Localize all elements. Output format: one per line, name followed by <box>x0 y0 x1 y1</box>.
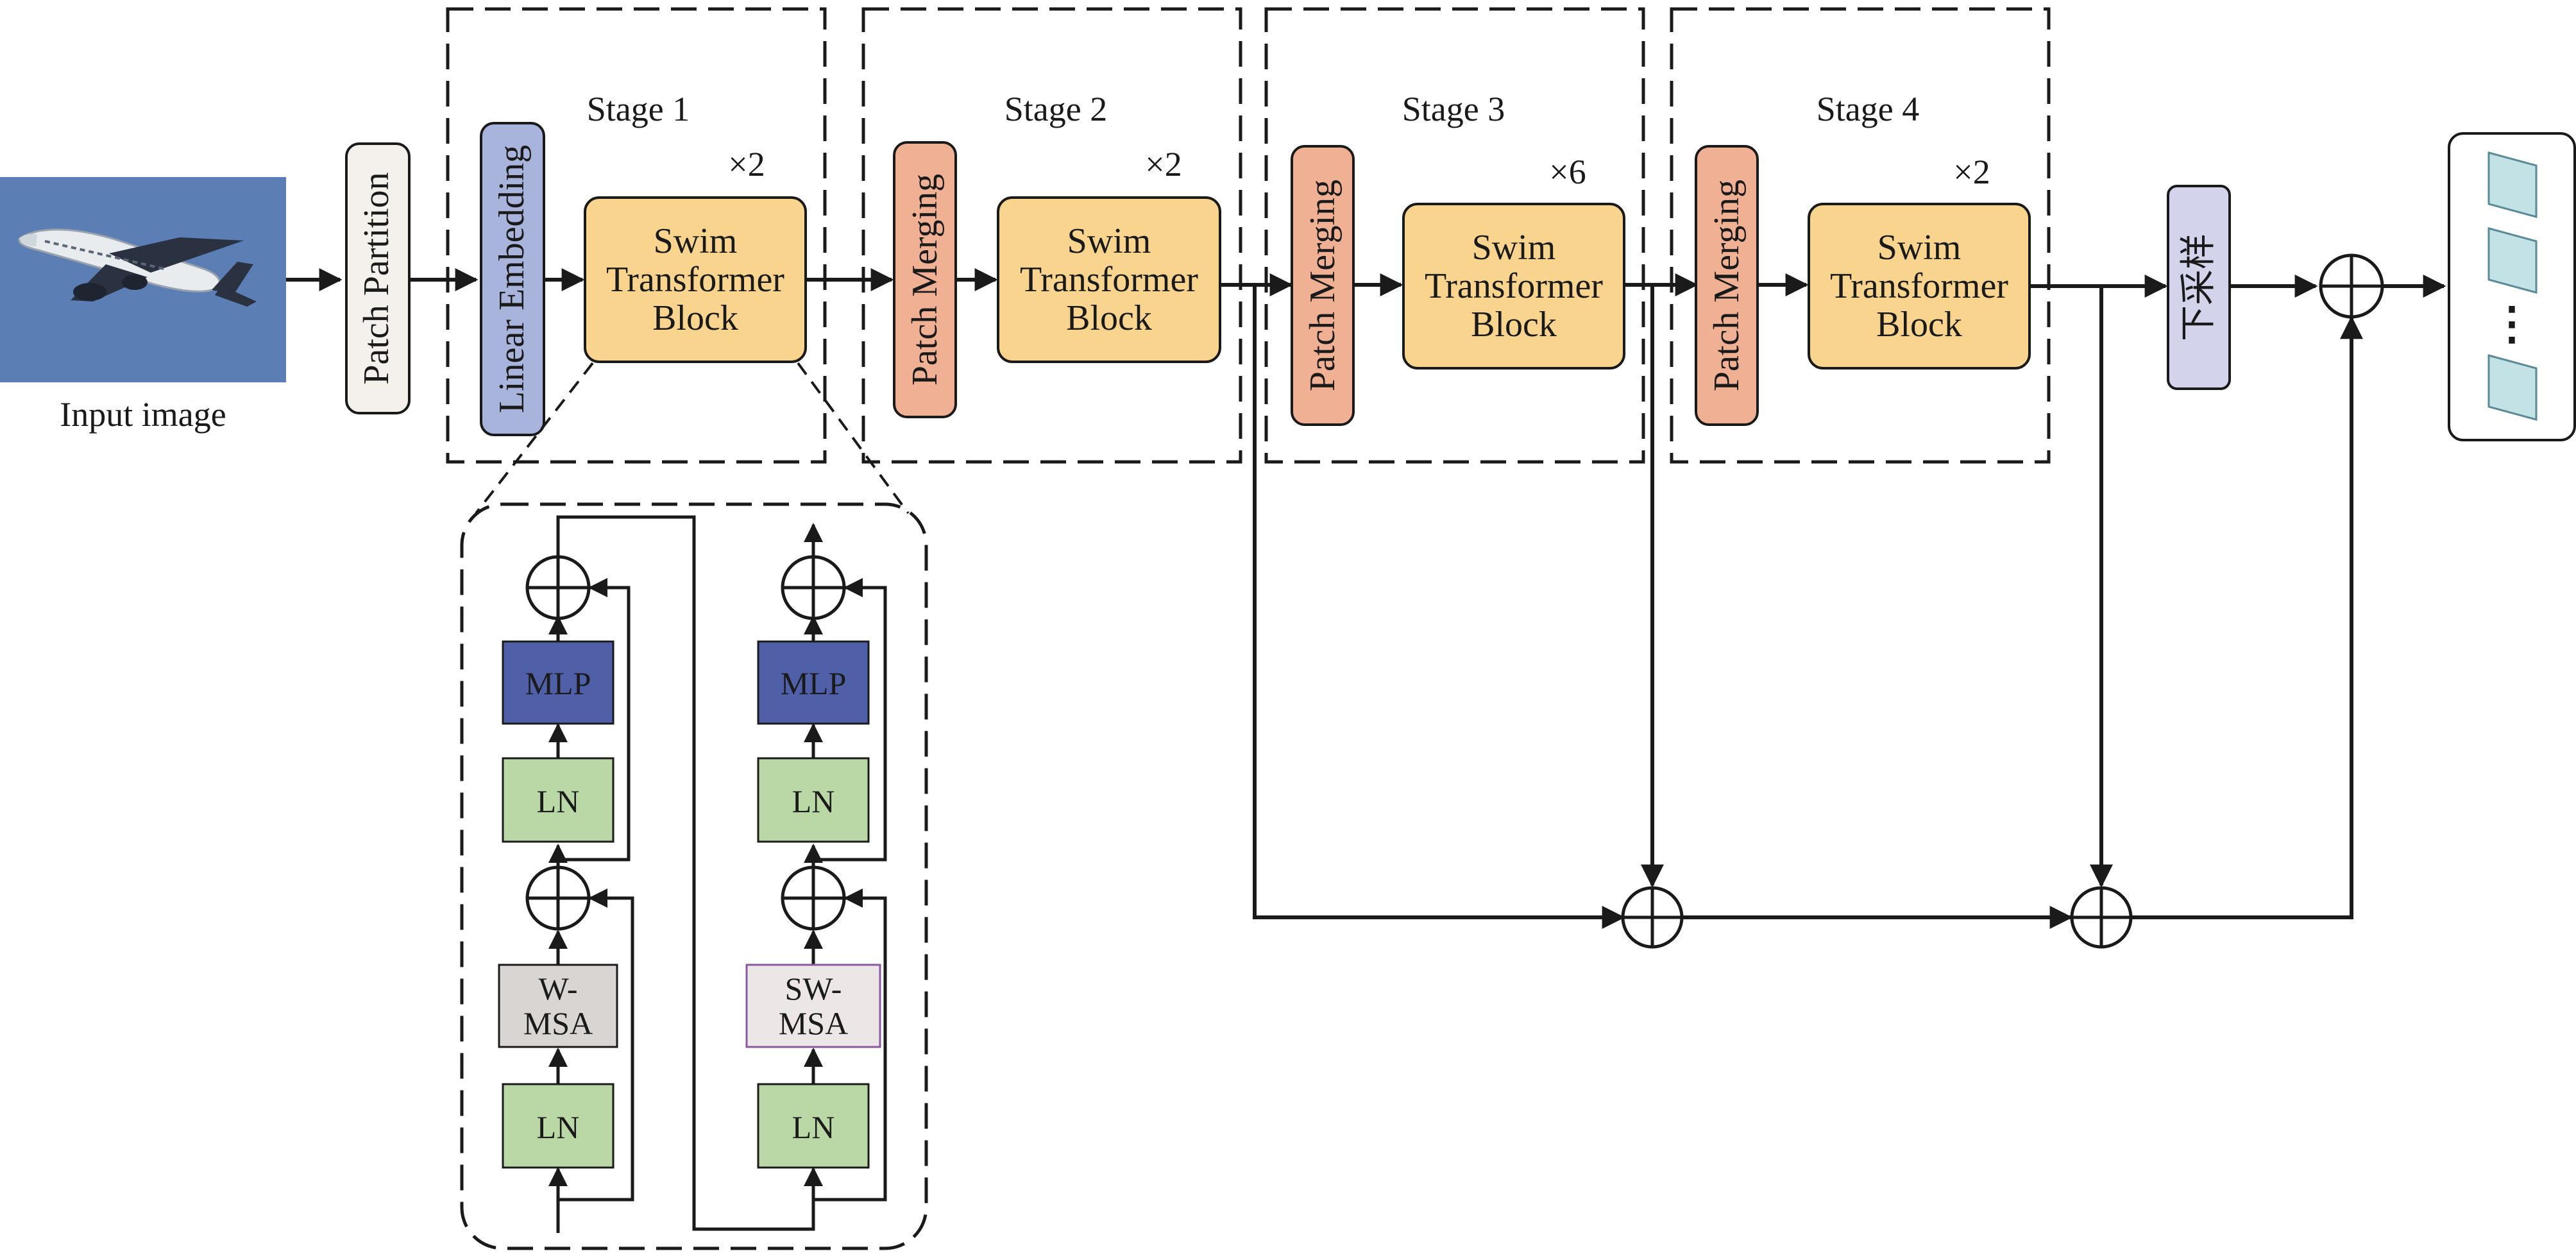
swin-block-line-2: Transformer <box>1020 260 1198 300</box>
ln-label: LN <box>537 1109 580 1145</box>
downsample-block: 下采样 <box>2167 185 2231 390</box>
ln-block: LN <box>502 757 614 843</box>
wmsa-block: W- MSA <box>498 964 618 1048</box>
patch-merging-label: Patch Merging <box>1303 180 1343 391</box>
stage-1-multiplier: ×2 <box>728 145 765 183</box>
swin-block-stage-2: Swim Transformer Block <box>997 196 1221 363</box>
swin-block-line-3: Block <box>1066 298 1152 338</box>
fusion-add-node-final <box>2319 253 2384 319</box>
ln-label: LN <box>537 783 580 819</box>
patch-merging-stage-3: Patch Merging <box>1291 145 1355 426</box>
wmsa-line-1: W- <box>538 971 577 1007</box>
detail-connectors <box>548 515 887 1233</box>
add-node <box>781 865 846 931</box>
add-node <box>525 555 591 620</box>
airplane-icon <box>18 228 257 307</box>
mlp-block: MLP <box>502 640 614 725</box>
swin-block-line-3: Block <box>652 298 738 338</box>
stage-4-frame <box>1670 7 2051 464</box>
patch-merging-label: Patch Merging <box>1707 180 1747 391</box>
swin-block-line-1: Swim <box>1472 228 1556 268</box>
ln-label: LN <box>792 1109 835 1145</box>
ln-label: LN <box>792 783 835 819</box>
swin-block-line-3: Block <box>1471 305 1557 344</box>
swin-block-line-1: Swim <box>1877 228 1962 268</box>
swin-block-line-2: Transformer <box>1830 266 2008 306</box>
stage-3-multiplier: ×6 <box>1549 153 1586 191</box>
swin-block-line-1: Swim <box>1067 221 1151 261</box>
ln-block: LN <box>757 757 870 843</box>
swin-block-line-3: Block <box>1876 305 1962 344</box>
detail-right-column: MLP LN SW- MSA LN <box>745 555 881 1169</box>
stage-4-multiplier: ×2 <box>1953 153 1990 191</box>
linear-embedding-block: Linear Embedding <box>480 122 545 436</box>
patch-merging-stage-2: Patch Merging <box>893 141 957 418</box>
stage-titles: Stage 1 Stage 2 Stage 3 Stage 4 <box>587 90 1919 128</box>
wmsa-line-2: MSA <box>523 1005 593 1041</box>
stage-2-title: Stage 2 <box>1004 90 1107 128</box>
stage-4-title: Stage 4 <box>1817 90 1919 128</box>
input-image: Input image <box>0 177 286 434</box>
patch-partition-label: Patch Partition <box>357 172 396 384</box>
mlp-block: MLP <box>757 640 870 725</box>
swmsa-line-1: SW- <box>785 971 842 1007</box>
swmsa-block: SW- MSA <box>745 964 881 1048</box>
patch-merging-label: Patch Merging <box>905 174 945 386</box>
stage-3-frame <box>1264 7 1645 464</box>
output-feature-3 <box>2487 354 2538 421</box>
output-features: ⋮ <box>2448 132 2576 441</box>
input-image-caption: Input image <box>60 395 226 434</box>
detail-left-column: MLP LN W- MSA LN <box>498 555 618 1169</box>
detail-zoom-lines <box>475 362 910 514</box>
swin-block-line-2: Transformer <box>606 260 784 300</box>
swin-block-line-1: Swim <box>654 221 738 261</box>
output-feature-2 <box>2487 227 2538 294</box>
stage-1-title: Stage 1 <box>587 90 690 128</box>
swin-block-line-2: Transformer <box>1425 266 1603 306</box>
swin-block-detail-panel: MLP LN W- MSA LN <box>460 502 928 1250</box>
output-feature-1 <box>2487 151 2538 218</box>
patch-partition-block: Patch Partition <box>345 142 411 414</box>
add-node <box>781 555 846 620</box>
swin-block-stage-3: Swim Transformer Block <box>1402 203 1625 370</box>
swmsa-line-2: MSA <box>779 1005 848 1041</box>
stage-1-frame <box>446 7 827 464</box>
ln-block: LN <box>502 1083 614 1169</box>
mlp-label: MLP <box>525 665 591 701</box>
patch-merging-stage-4: Patch Merging <box>1695 145 1759 426</box>
stage-2-multiplier: ×2 <box>1145 145 1182 183</box>
fusion-add-node-1 <box>1621 886 1684 949</box>
stage-multipliers: ×2 ×2 ×6 ×2 <box>728 145 1990 191</box>
ln-block: LN <box>757 1083 870 1169</box>
output-ellipsis: ⋮ <box>2489 300 2534 349</box>
swin-block-stage-1: Swim Transformer Block <box>584 196 807 363</box>
linear-embedding-label: Linear Embedding <box>492 145 532 413</box>
stage-3-title: Stage 3 <box>1402 90 1505 128</box>
add-node <box>525 865 591 931</box>
fusion-connectors <box>1253 285 2363 929</box>
stage-frames <box>446 7 2051 464</box>
fusion-add-node-2 <box>2070 886 2133 949</box>
downsample-label: 下采样 <box>2178 234 2219 341</box>
swin-block-stage-4: Swim Transformer Block <box>1808 203 2031 370</box>
mlp-label: MLP <box>781 665 847 701</box>
stage-2-frame <box>861 7 1242 464</box>
